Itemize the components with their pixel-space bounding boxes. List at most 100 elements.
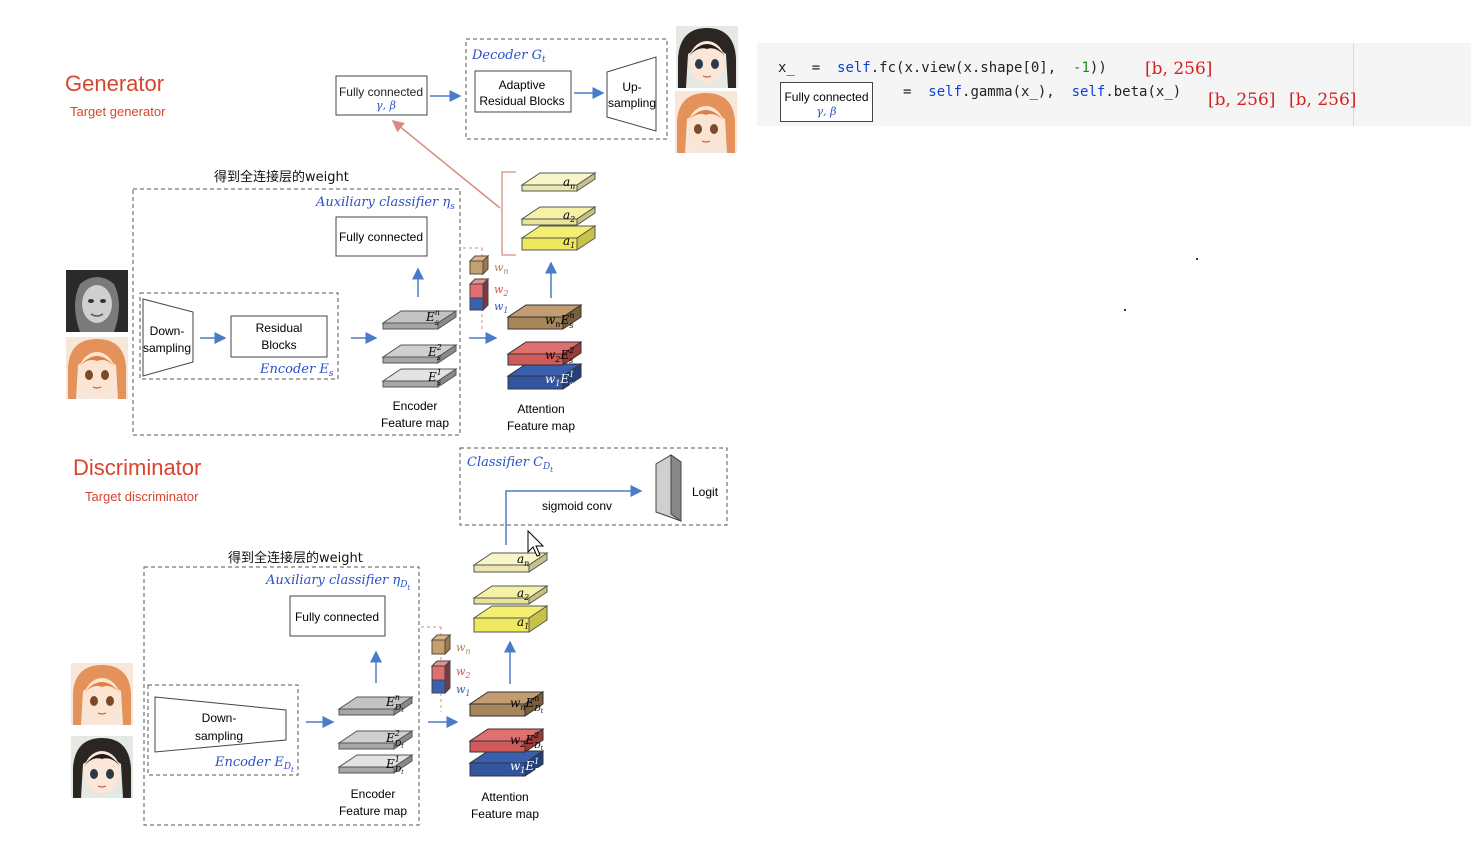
att-fm-label-2: Feature map [507, 419, 575, 433]
att-fm-label-1: Attention [517, 402, 564, 416]
d-encoder-label: Encoder EDt [214, 755, 294, 774]
d-a-1: a1 [517, 615, 529, 631]
attention-feature-map [506, 304, 583, 390]
fc-gamma-beta-sub: γ, β [376, 99, 396, 112]
down-label: Down- [150, 324, 185, 338]
d-weight-1: w1 [456, 683, 471, 698]
adaptive-resblocks-box [474, 70, 572, 113]
weight-n: wn [494, 261, 509, 276]
blocks-label: Blocks [261, 338, 296, 352]
weight-1: w1 [494, 300, 509, 315]
code-token: x_ = [778, 60, 838, 76]
d-alpha-layers [472, 552, 549, 633]
logit-block [655, 454, 682, 522]
shape-annotation-1: [b, 256] [1145, 59, 1213, 79]
d-weight-cubes [421, 626, 452, 712]
fc-mini-label: Fully connected [784, 90, 869, 104]
discriminator-note: 得到全连接层的weight [228, 550, 363, 566]
aux-fc-label: Fully connected [339, 230, 423, 244]
code-keyword: self [837, 60, 871, 76]
code-token: .beta(x_) [1105, 84, 1182, 100]
d-aux-fc-box [289, 595, 386, 637]
anime-face-icon [65, 336, 129, 400]
d-a-2: a2 [517, 586, 529, 602]
code-number: -1 [1073, 60, 1090, 76]
d-down-label: Down- [202, 711, 237, 725]
generator-title: Generator [65, 71, 164, 96]
shape-annotation-3: [b, 256] [1289, 90, 1357, 110]
d-att-fm-label-1: Attention [481, 790, 528, 804]
encoder-group [139, 292, 339, 380]
d-weight-n: wn [456, 641, 471, 656]
d-encoder-feature-map [337, 696, 414, 774]
alpha-layers [520, 172, 597, 251]
code-keyword: self [1071, 84, 1106, 100]
fc-gamma-beta-label: Fully connected [339, 85, 423, 99]
code-line-2: = self.gamma(x_), self.beta(x_) [903, 84, 1181, 100]
discriminator-title: Discriminator [73, 455, 201, 480]
code-token: )) [1089, 60, 1107, 76]
stray-dot [1196, 258, 1198, 260]
code-token: = [903, 84, 929, 100]
sigmoid-conv-label: sigmoid conv [542, 499, 612, 513]
code-line-1: x_ = self.fc(x.view(x.shape[0], -1)) [778, 60, 1107, 76]
discriminator-subtitle: Target discriminator [85, 489, 199, 504]
anime-face-icon [674, 90, 738, 154]
encoder-label: Encoder Es [259, 362, 334, 379]
decoder-group [465, 38, 668, 140]
stray-dot [1124, 309, 1126, 311]
sampling-label: sampling [143, 341, 191, 355]
aux-classifier-label: Auxiliary classifier ηs [315, 195, 455, 212]
classifier-label: Classifier CDt [467, 455, 553, 474]
logit-label: Logit [692, 485, 719, 499]
d-encoder-group [147, 684, 299, 776]
anime-face-icon [675, 25, 739, 89]
anime-face-icon [70, 735, 134, 799]
fc-gamma-beta-box [335, 75, 428, 116]
d-attention-feature-map [468, 691, 545, 777]
cursor-arrow-icon [527, 529, 545, 557]
fc-mini-sub: γ, β [816, 105, 837, 118]
portrait-photo-icon [65, 269, 129, 333]
classifier-group [459, 447, 728, 526]
d-aux-classifier-label: Auxiliary classifier ηDt [265, 573, 410, 592]
d-aux-fc-label: Fully connected [295, 610, 379, 624]
d-a-n: an [517, 552, 529, 568]
sampling-label: sampling [608, 96, 656, 110]
aux-classifier-group [132, 188, 461, 436]
decoder-label: Decoder Gt [471, 48, 546, 65]
code-divider [1353, 43, 1354, 126]
aux-fc-box [335, 216, 428, 257]
encoder-feature-map [381, 310, 458, 388]
residual-blocks-label: Residual Blocks [479, 94, 564, 108]
anime-face-icon [70, 662, 134, 726]
code-keyword: self [928, 84, 963, 100]
d-downsampling-block [154, 696, 287, 753]
enc-fm-label-2: Feature map [381, 416, 449, 430]
d-weight-2: w2 [456, 665, 471, 680]
d-sampling-label: sampling [195, 729, 243, 743]
enc-fm-label-1: Encoder [393, 399, 438, 413]
residual-blocks-box [230, 315, 328, 358]
residual-label: Residual [256, 321, 303, 335]
weight-2: w2 [494, 283, 509, 298]
d-enc-fm-label-2: Feature map [339, 804, 407, 818]
generator-subtitle: Target generator [70, 104, 166, 119]
downsampling-block [142, 298, 194, 377]
code-token: .fc(x.view(x.shape[0], [870, 60, 1074, 76]
a-2: a2 [563, 208, 575, 224]
fc-mini-box: Fully connected γ, β [780, 82, 873, 122]
weight-cubes [463, 247, 490, 330]
